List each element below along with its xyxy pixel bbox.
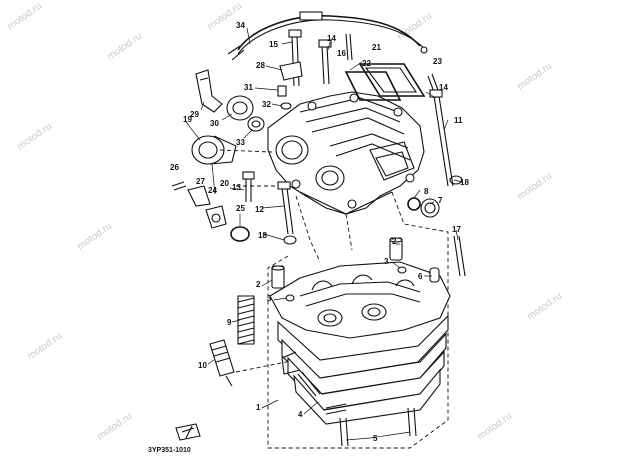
- part-label-9: 9: [227, 318, 232, 327]
- spring-9: [237, 295, 255, 345]
- cable-assembly: [227, 11, 428, 61]
- part-label-18-right: 18: [460, 178, 469, 187]
- part-label-3-lower: 3: [267, 294, 272, 303]
- part-label-10: 10: [198, 361, 207, 370]
- bolt-11: [429, 89, 454, 187]
- bolt-13: [242, 171, 255, 202]
- o-ring-8: [407, 197, 421, 211]
- stud-14: [345, 33, 353, 61]
- part-label-31: 31: [244, 83, 253, 92]
- gasket-22: [344, 71, 402, 101]
- part-label-1: 1: [256, 403, 261, 412]
- valve-guide-upper: [389, 237, 403, 261]
- watermark-text: motod.ru: [15, 121, 54, 153]
- watermark-text: motod.ru: [95, 411, 134, 443]
- dowel-6: [429, 267, 440, 283]
- cylinder-head-cover: [267, 91, 425, 215]
- part-label-17: 17: [452, 225, 461, 234]
- plug-7: [420, 198, 440, 218]
- watermark-text: motod.ru: [395, 11, 434, 43]
- part-label-2-lower: 2: [256, 280, 261, 289]
- bracket-27: [187, 185, 211, 207]
- o-ring-25: [230, 226, 250, 242]
- part-label-28: 28: [256, 61, 265, 70]
- part-label-15: 15: [269, 40, 278, 49]
- part-label-33: 33: [236, 138, 245, 147]
- valve-guide-lower: [271, 265, 285, 289]
- part-label-20: 20: [220, 179, 229, 188]
- watermark-text: motod.ru: [475, 411, 514, 443]
- gasket-21: [358, 63, 426, 97]
- bolt-12: [277, 181, 294, 235]
- part-label-14-top: 14: [327, 34, 336, 43]
- part-label-22: 22: [362, 59, 371, 68]
- part-label-16: 16: [337, 49, 346, 58]
- part-label-5: 5: [373, 434, 378, 443]
- cylinder-head: [269, 261, 451, 425]
- bolt-23: [427, 73, 439, 93]
- part-label-11: 11: [454, 116, 463, 125]
- part-label-34: 34: [236, 21, 245, 30]
- washer-18: [283, 175, 463, 245]
- tappet-cover: [191, 135, 237, 165]
- part-label-32: 32: [262, 100, 271, 109]
- leader-lines: [185, 27, 463, 441]
- part-label-7: 7: [438, 196, 443, 205]
- small-bolt-26: [171, 181, 187, 191]
- stud-5: [339, 407, 417, 447]
- bolt-16: [318, 39, 332, 85]
- watermark-text: motod.ru: [5, 1, 44, 33]
- part-labels: 34 15 14 16 21 22 23 14 28 31 32 29 30 3…: [170, 21, 469, 443]
- part-label-25: 25: [236, 204, 245, 213]
- part-label-24: 24: [208, 186, 217, 195]
- part-label-26: 26: [170, 163, 179, 172]
- diagram-part-code: 3YP351-1010: [148, 447, 191, 454]
- o-ring-33: [247, 116, 265, 132]
- watermark-text: motod.ru: [105, 31, 144, 63]
- clip-28: [279, 61, 303, 81]
- watermark-text: motod.ru: [75, 221, 114, 253]
- plug-31: [277, 85, 287, 97]
- part-label-30: 30: [210, 119, 219, 128]
- part-label-12: 12: [255, 205, 264, 214]
- part-label-19: 19: [183, 115, 192, 124]
- part-label-14-right: 14: [439, 83, 448, 92]
- part-label-6: 6: [418, 272, 423, 281]
- watermark-text: motod.ru: [525, 291, 564, 323]
- part-label-8: 8: [424, 187, 429, 196]
- part-label-4: 4: [298, 410, 303, 419]
- stud-4: [297, 371, 347, 415]
- washer-32: [280, 102, 292, 110]
- part-label-2-upper: 2: [392, 237, 397, 246]
- part-label-13: 13: [232, 183, 241, 192]
- decompression-lever: [195, 69, 223, 113]
- watermark-text: motod.ru: [25, 331, 64, 363]
- part-label-21: 21: [372, 43, 381, 52]
- clip-3-upper: [397, 266, 407, 274]
- stud-17: [453, 235, 466, 277]
- bracket-24: [205, 205, 227, 229]
- part-label-23: 23: [433, 57, 442, 66]
- part-label-3-upper: 3: [384, 257, 389, 266]
- spark-plug: [209, 339, 235, 387]
- part-label-18-left: 18: [258, 231, 267, 240]
- clip-3-lower: [285, 294, 295, 302]
- oil-seal: [226, 95, 254, 121]
- part-label-27: 27: [196, 177, 205, 186]
- watermark-text: motod.ru: [515, 61, 554, 93]
- watermark-text: motod.ru: [515, 171, 554, 203]
- part-label-29: 29: [190, 110, 199, 119]
- front-arrow-icon: [175, 423, 201, 441]
